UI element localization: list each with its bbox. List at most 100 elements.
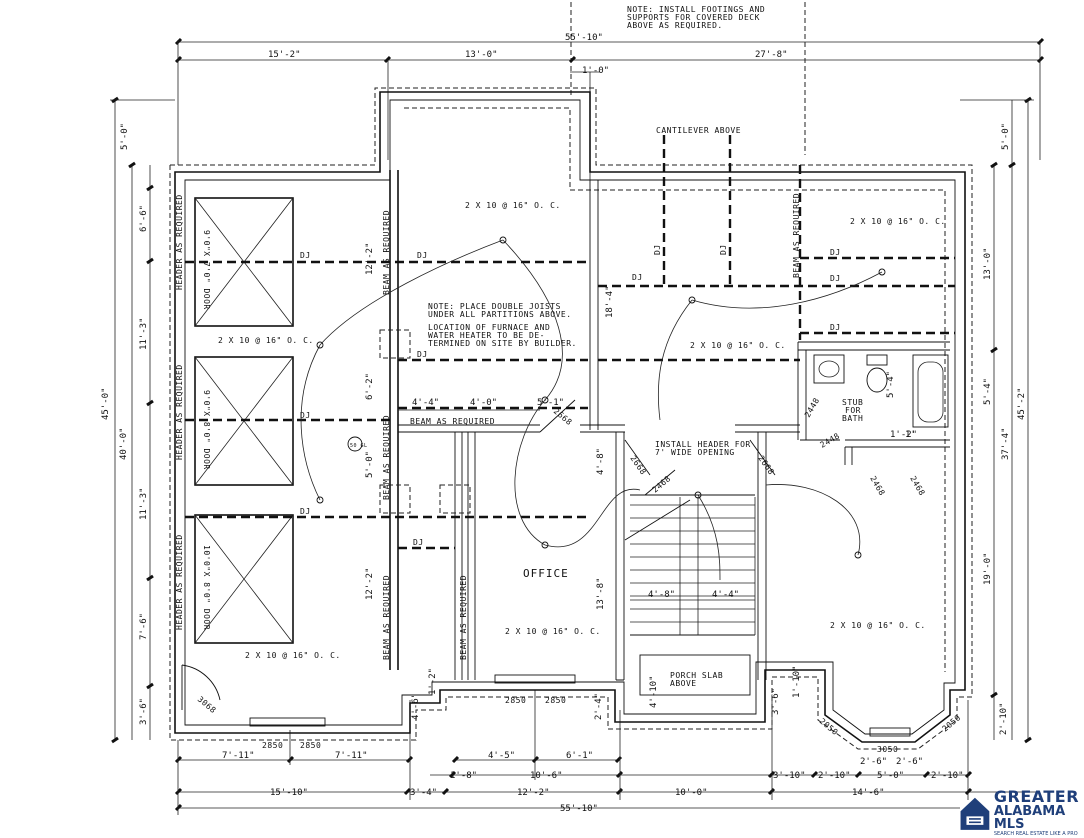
door-tag-2448-2: 2448: [819, 431, 842, 449]
int-dim-16: 2'-4": [594, 693, 604, 720]
joist-spec-3: 2 X 10 @ 16" O. C.: [245, 651, 341, 660]
dj-7: DJ: [632, 273, 643, 282]
window-tag-2050-2: 2050: [941, 713, 963, 734]
int-dim-2: 4'-0": [470, 398, 497, 408]
bottom-row4-a: 15'-10": [270, 788, 308, 798]
note-header-1: INSTALL HEADER FOR: [655, 440, 751, 449]
note-porch-2: ABOVE: [670, 679, 697, 688]
left-seg4: 7'-6": [139, 613, 149, 640]
deck-note-line1: NOTE: INSTALL FOOTINGS AND: [627, 5, 765, 14]
bottom-row3-b: 10'-6": [530, 771, 563, 781]
beam-label-4: BEAM AS REQUIRED: [459, 575, 468, 660]
joist-spec-6: 2 X 10 @ 16" O. C.: [850, 217, 946, 226]
garage-door-label-2: 9'0"X 8'0" DOOR: [202, 390, 211, 470]
joist-spec-5: 2 X 10 @ 16" O. C.: [690, 341, 786, 350]
bottom-row4-c: 12'-2": [517, 788, 550, 798]
window-tag-2850-2: 2850: [300, 741, 321, 750]
window-tag-2850-4: 2850: [545, 696, 566, 705]
top-dim-seg2: 13'-0": [465, 50, 498, 60]
dj-4: DJ: [417, 251, 428, 260]
door-tag-2468-2: 2468: [868, 475, 886, 498]
left-dimensions: 45'-0" 40'-0" 5'-0" 6'-6" 11'-3" 11'-3" …: [101, 96, 175, 744]
sink-icon: [813, 354, 845, 384]
bottom-bay-b: 2'-6": [896, 757, 923, 767]
dj-10: DJ: [830, 323, 841, 332]
bottom-row1-b: 7'-11": [335, 751, 368, 761]
right-top-dim: 5'-0": [1001, 123, 1011, 150]
light-icon: [694, 491, 702, 499]
bottom-bay-a: 2'-6": [860, 757, 887, 767]
int-dim-7: 18'-4": [605, 285, 615, 318]
light-icon: [499, 236, 507, 244]
note-stub-1: STUB: [842, 398, 863, 407]
top-dimensions: 55'-10" 15'-2" 13'-0" 27'-8" 1'-0": [174, 33, 1045, 180]
stairs: [624, 497, 756, 635]
garage-door-top: [194, 197, 294, 327]
int-dim-10: 13'-8": [596, 577, 606, 610]
dj-2: DJ: [300, 411, 311, 420]
int-dim-19: 3'-6": [771, 688, 781, 715]
bathtub-icon: [912, 354, 949, 428]
header-label-1: HEADER AS REQUIRED: [175, 194, 184, 290]
window-tag-2050-1: 2050: [818, 717, 840, 738]
note-furnace-3: TERMINED ON SITE BY BUILDER.: [428, 339, 577, 348]
right-seg4: 2'-10": [999, 702, 1009, 735]
header-label-2: HEADER AS REQUIRED: [175, 364, 184, 460]
bottom-row4-b: 3'-4": [410, 788, 437, 798]
int-dim-1: 4'-4": [412, 398, 439, 408]
beam-label-3: BEAM AS REQUIRED: [382, 575, 391, 660]
bath-fixtures: 50 GL: [347, 354, 949, 452]
garage-door-bottom: [194, 514, 294, 644]
joist-specs: 2 X 10 @ 16" O. C. 2 X 10 @ 16" O. C. 2 …: [218, 201, 946, 660]
house-icon: [960, 797, 990, 830]
garage-door-label-1: 9'0"X 7'0" DOOR: [202, 230, 211, 310]
dj-11: DJ: [653, 244, 662, 255]
dj-9: DJ: [830, 274, 841, 283]
note-furnace-2: WATER HEATER TO BE DE-: [428, 331, 545, 340]
int-dim-14: 1'-2": [890, 430, 917, 440]
right-seg5: 5'-4": [983, 378, 993, 405]
dj-3: DJ: [300, 507, 311, 516]
left-inner-dim: 40'-0": [119, 427, 129, 460]
interior-dimensions: 4'-4" 4'-0" 12'-2" 6'-2" 5'-0" 12'-2" 18…: [365, 242, 917, 720]
bottom-row4-d: 10'-0": [675, 788, 708, 798]
header-label-3: HEADER AS REQUIRED: [175, 534, 184, 630]
int-dim-15: 4'-10": [649, 675, 659, 708]
int-dim-20: 1'-10": [792, 665, 802, 698]
int-dim-3: 12'-2": [365, 242, 375, 275]
beams-and-joists: DJ DJ DJ DJ DJ DJ DJ DJ DJ DJ DJ DJ BEAM…: [185, 135, 955, 660]
note-stub-3: BATH: [842, 414, 863, 423]
note-porch-1: PORCH SLAB: [670, 671, 723, 680]
left-seg1: 6'-6": [139, 205, 149, 232]
light-icon: [541, 541, 549, 549]
logo-line1: GREATER: [993, 787, 1080, 806]
top-dim-seg1: 15'-2": [268, 50, 301, 60]
garage-door-middle: [194, 356, 294, 486]
int-dim-11: 4'-8": [648, 590, 675, 600]
deck-note: NOTE: INSTALL FOOTINGS AND SUPPORTS FOR …: [570, 2, 806, 155]
notes: NOTE: PLACE DOUBLE JOISTS UNDER ALL PART…: [428, 126, 863, 696]
garage-doors: 9'0"X 7'0" DOOR 9'0"X 8'0" DOOR 10'0"X 8…: [175, 194, 294, 644]
light-icon: [878, 268, 886, 276]
bottom-row1-a: 7'-11": [222, 751, 255, 761]
bottom-dimensions: 7'-11" 7'-11" 4'-5" 6'-1" 1'-8" 10'-6" 3…: [174, 690, 1040, 815]
deck-note-line3: ABOVE AS REQUIRED.: [627, 21, 723, 30]
left-seg5: 3'-6": [139, 698, 149, 725]
light-icon: [541, 396, 549, 404]
door-tag-2468-1: 2468: [651, 474, 673, 495]
dj-6: DJ: [413, 538, 424, 547]
int-dim-12: 4'-4": [712, 590, 739, 600]
bottom-row2-a: 4'-5": [488, 751, 515, 761]
note-joists-2: UNDER ALL PARTITIONS ABOVE.: [428, 310, 572, 319]
left-seg2: 11'-3": [139, 317, 149, 350]
water-heater-label: 50 GL: [350, 443, 368, 449]
note-stub-2: FOR: [845, 406, 861, 415]
note-header-2: 7' WIDE OPENING: [655, 448, 735, 457]
joist-spec-2: 2 X 10 @ 16" O. C.: [218, 336, 314, 345]
right-seg2: 37'-4": [1001, 427, 1011, 460]
bottom-row2-b: 6'-1": [566, 751, 593, 761]
water-heater-icon: [347, 436, 363, 452]
left-top-dim: 5'-0": [120, 123, 130, 150]
light-icon: [688, 296, 696, 304]
